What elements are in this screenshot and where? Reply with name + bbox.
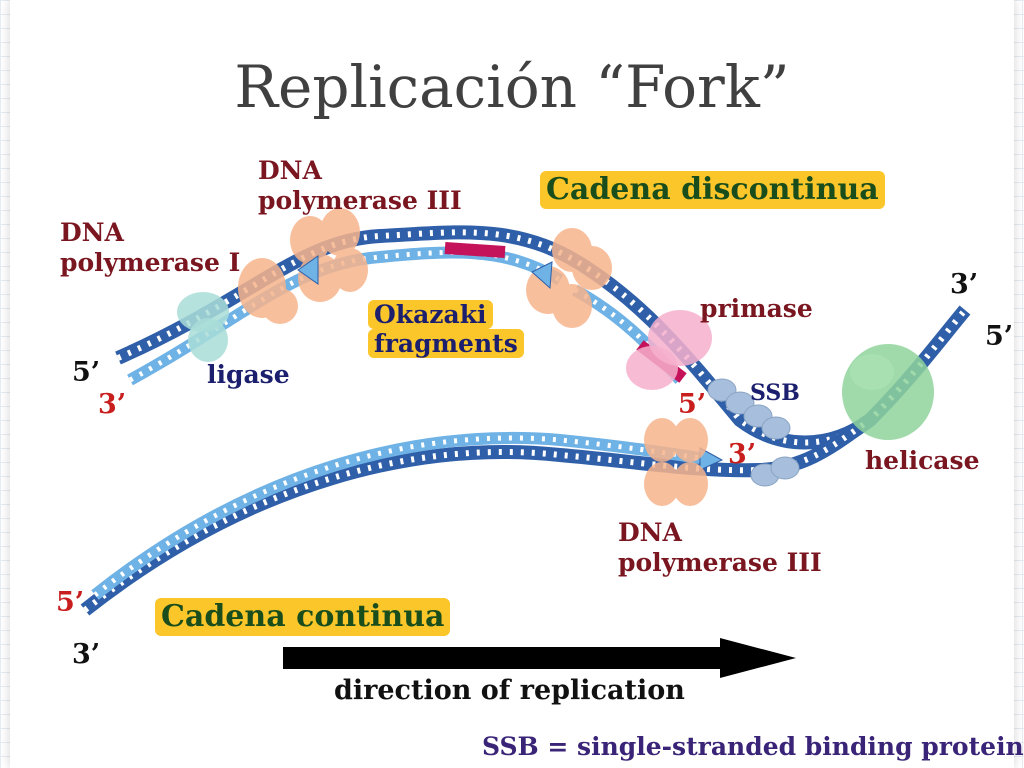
ssb-proteins [707,378,800,487]
okazaki-label-line1: Okazaki [368,300,493,329]
helicase-label: helicase [865,446,980,475]
leading-strand-arrowhead [699,447,724,471]
direction-label: direction of replication [334,675,685,706]
lagging-arrowhead-2 [531,261,553,290]
helicase-protein [842,344,934,440]
dna-polymerase-iii-top-label-line1: DNA [258,156,322,185]
end-label-left-bottom-5prime: 5’ [56,587,85,618]
dna-polymerase-iii-bottom-label-line2: polymerase III [618,548,822,577]
ligase-label: ligase [207,360,290,389]
dna-polymerase-i-protein [238,258,298,324]
end-label-leading-3prime: 3’ [728,439,757,470]
dna-polymerase-iii-bottom-label-line1: DNA [618,518,682,547]
direction-arrow [283,638,796,678]
end-label-right-top-5prime: 5’ [985,321,1014,352]
ssb-label: SSB [750,380,800,406]
footnote-ssb: SSB = single-stranded binding proteins [482,732,1024,761]
parental-strand-bottom [80,414,874,616]
ligase-protein [177,292,229,362]
leading-strand-label: Cadena continua [155,598,451,636]
lagging-strand-label: Cadena discontinua [540,171,885,209]
end-label-left-top-3prime: 3’ [98,389,127,420]
end-label-left-bottom-3prime: 3’ [72,639,101,670]
dna-polymerase-i-label-line2: polymerase I [60,248,241,277]
primase-protein [626,310,712,390]
dna-polymerase-iii-top-protein [290,208,368,302]
dna-polymerase-iii-top-label-line2: polymerase III [258,186,462,215]
end-label-primer-5prime: 5’ [678,389,707,420]
slide-title: Replicación “Fork” [234,53,790,121]
leading-new-strand [91,432,724,600]
dna-polymerase-iii-bottom-protein [644,418,708,506]
primase-label: primase [700,294,813,323]
dna-polymerase-i-label-line1: DNA [60,218,124,247]
end-label-left-top-5prime: 5’ [72,357,101,388]
lagging-arrowhead-1 [297,255,319,285]
end-label-right-top-3prime: 3’ [950,269,979,300]
dna-polymerase-iii-middle-protein [526,228,612,328]
okazaki-label-line2: fragments [368,329,524,358]
rna-primer-1 [444,242,506,258]
